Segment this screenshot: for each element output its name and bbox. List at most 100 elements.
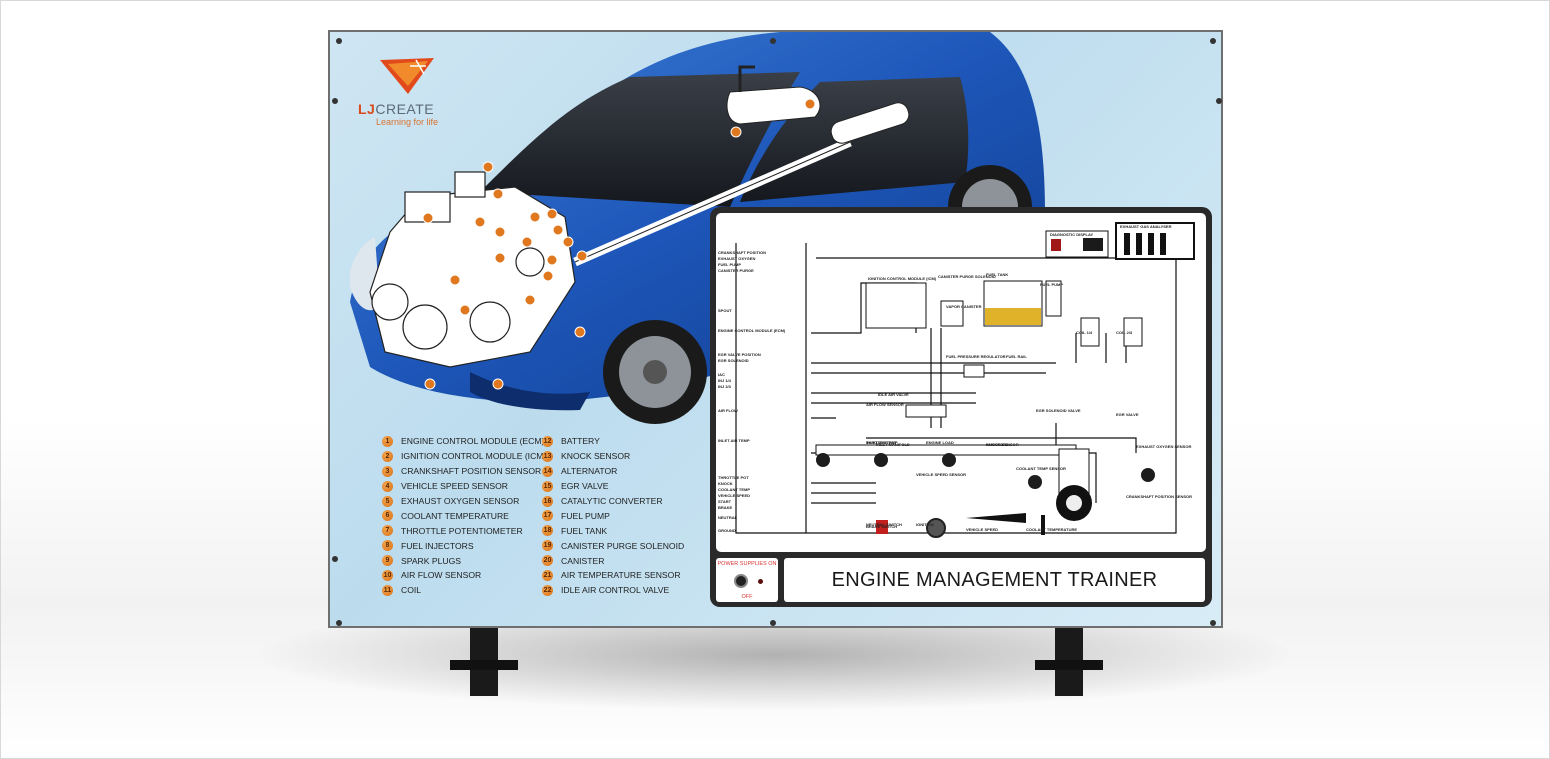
legend-item: 15 EGR VALVE (542, 479, 702, 494)
exhaust-gas-analyser-label: EXHAUST GAS ANALYSER (1120, 224, 1172, 229)
legend-number-badge: 22 (542, 584, 553, 596)
component-label: NEUTRAL SWITCH (866, 522, 902, 527)
signal-label: IAC (718, 372, 725, 377)
screw (332, 98, 338, 104)
component-label: FUEL PUMP (1040, 282, 1064, 287)
component-label: COIL 2/3 (1116, 330, 1133, 335)
signal-label: VEHICLE SPEED (718, 493, 751, 498)
component-label: COOLANT TEMP SENSOR (1016, 466, 1066, 471)
screw (336, 38, 342, 44)
component-label: THROTTLE POT (866, 440, 897, 445)
signal-label: CANISTER PURGE (718, 268, 754, 273)
brand-name: LJCREATE (358, 101, 435, 117)
legend-number-badge: 7 (382, 525, 393, 537)
component-label: VEHICLE SPEED SENSOR (916, 472, 967, 477)
legend-label: VEHICLE SPEED SENSOR (401, 481, 508, 492)
legend-label: EXHAUST OXYGEN SENSOR (401, 496, 520, 506)
engine-load-dial[interactable] (942, 453, 956, 467)
legend-number-badge: 9 (382, 555, 393, 567)
component-label: CANISTER PURGE SOLENOID (938, 274, 996, 279)
legend-label: COOLANT TEMPERATURE (401, 510, 509, 521)
component-label: IGNITION CONTROL MODULE (ICM) (868, 276, 937, 281)
legend-label: AIR FLOW SENSOR (401, 570, 482, 581)
ignition-switch[interactable] (926, 518, 946, 538)
screw (770, 620, 776, 626)
legend-item: 3 CRANKSHAFT POSITION SENSOR (382, 464, 542, 479)
power-led (758, 579, 763, 584)
legend-label: COIL (401, 585, 422, 596)
panel-title-box: ENGINE MANAGEMENT TRAINER (784, 558, 1205, 602)
legend-item: 6 COOLANT TEMPERATURE (382, 508, 542, 523)
legend-number-badge: 5 (382, 495, 393, 507)
legend-number-badge: 20 (542, 555, 553, 567)
legend-number-badge: 2 (382, 450, 393, 462)
stand-foot-left (450, 660, 518, 670)
legend-label: EGR VALVE (561, 481, 609, 492)
legend-number-badge: 3 (382, 465, 393, 477)
signal-label: ENGINE CONTROL MODULE (ECM) (718, 328, 786, 333)
component-labels: IGNITION CONTROL MODULE (ICM)CANISTER PU… (866, 213, 1196, 552)
throttle-pot-dial[interactable] (874, 453, 888, 467)
power-knob[interactable] (734, 574, 748, 588)
legend-label: FUEL INJECTORS (401, 540, 474, 551)
diagnostic-display-label: DIAGNOSTIC DISPLAY (1050, 232, 1094, 237)
component-label: INLET MANIFOLD (876, 442, 910, 447)
exhaust-oxygen-dial[interactable] (1141, 468, 1155, 482)
screw (1210, 620, 1216, 626)
signal-label: INJ 2/3 (718, 384, 731, 389)
legend-number-badge: 16 (542, 495, 553, 507)
component-label: EGR SOLENOID VALVE (1036, 408, 1081, 413)
signal-label: AIR FLOW (718, 408, 738, 413)
signal-label: START (718, 499, 732, 504)
brand-tagline: Learning for life (376, 117, 439, 127)
coolant-temp-dial[interactable] (1028, 475, 1042, 489)
inlet-air-temp-dial[interactable] (816, 453, 830, 467)
legend-label: IDLE AIR CONTROL VALVE (561, 585, 670, 596)
signal-label: NEUTRAL (718, 515, 738, 520)
component-label: KNOCK SENSOR (986, 442, 1019, 447)
component-label: FUEL TANK (986, 272, 1009, 277)
screw (1210, 38, 1216, 44)
legend-label: ALTERNATOR (561, 466, 618, 477)
component-label: ENGINE LOAD (926, 440, 954, 445)
screw (1216, 98, 1222, 104)
component-label: INLET AIR TEMP (866, 440, 898, 445)
legend-number-badge: 12 (542, 435, 553, 447)
signal-label: INLET AIR TEMP (718, 438, 750, 443)
legend-number-badge: 13 (542, 450, 553, 462)
legend-label: CRANKSHAFT POSITION SENSOR (401, 466, 542, 477)
legend-number-badge: 6 (382, 510, 393, 522)
signal-label: BRAKE (718, 505, 733, 510)
component-label: VAPOR CANISTER (946, 304, 982, 309)
signal-label: KNOCK (718, 481, 733, 486)
panel-title: ENGINE MANAGEMENT TRAINER (831, 568, 1158, 591)
signal-label: SPOUT (718, 308, 732, 313)
screw (336, 620, 342, 626)
signal-label: COOLANT TEMP (718, 487, 750, 492)
legend-number-badge: 15 (542, 480, 553, 492)
component-label: CRANKSHAFT POSITION SENSOR (1126, 494, 1193, 499)
power-supply-switch[interactable]: POWER SUPPLIES ON OFF (716, 558, 778, 602)
legend-item: 5 EXHAUST OXYGEN SENSOR (382, 494, 542, 509)
signal-label: THROTTLE POT (718, 475, 749, 480)
component-label: INJECTORS (986, 442, 1009, 447)
legend-label: FUEL TANK (561, 525, 608, 536)
legend-number-badge: 8 (382, 540, 393, 552)
stand-foot-right (1035, 660, 1103, 670)
signal-label: CRANKSHAFT POSITION (718, 250, 766, 255)
signal-label: EXHAUST OXYGEN (718, 256, 756, 261)
signal-label: EGR SOLENOID (718, 358, 749, 363)
